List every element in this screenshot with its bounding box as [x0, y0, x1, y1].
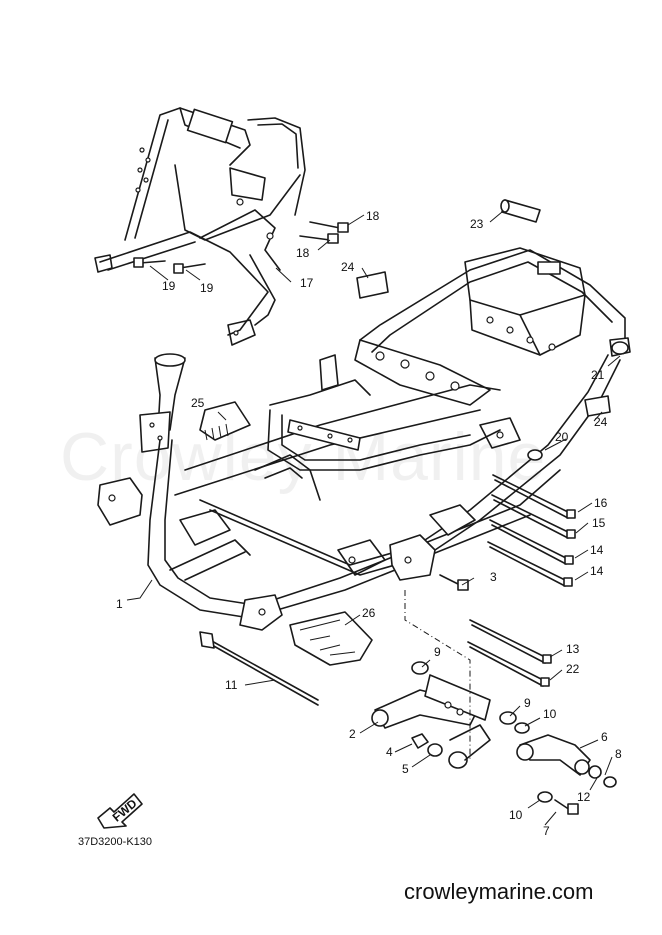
- callout-1: 1: [116, 597, 123, 611]
- ties-and-fittings: [356, 199, 629, 687]
- callout-7: 7: [543, 824, 550, 838]
- callout-20: 20: [555, 430, 569, 444]
- callout-26: 26: [362, 606, 376, 620]
- callout-5: 5: [402, 762, 409, 776]
- fwd-arrow-icon: FWD: [97, 793, 143, 829]
- callout-19-right: 19: [200, 281, 214, 295]
- engine-mount-assembly: [199, 590, 617, 815]
- callout-11: 11: [225, 678, 238, 692]
- callout-22: 22: [566, 662, 580, 676]
- callout-12: 12: [577, 790, 591, 804]
- callout-17: 17: [300, 276, 314, 290]
- callout-10-lower: 10: [509, 808, 523, 822]
- callout-24-lower: 24: [594, 415, 608, 429]
- drawing-code: 37D3200-K130: [78, 836, 153, 848]
- callout-19-left: 19: [162, 279, 176, 293]
- callout-6: 6: [601, 730, 608, 744]
- callout-14-lower: 14: [590, 564, 604, 578]
- callout-24-upper: 24: [341, 260, 355, 274]
- callout-9-upper: 9: [434, 645, 441, 659]
- callout-8: 8: [615, 747, 622, 761]
- site-url: crowleymarine.com: [404, 879, 594, 904]
- callout-23: 23: [470, 217, 484, 231]
- callout-14-upper: 14: [590, 543, 604, 557]
- callout-15: 15: [592, 516, 606, 530]
- callout-13: 13: [566, 642, 580, 656]
- leader-lines: [126, 211, 621, 826]
- callout-18-upper: 18: [366, 209, 380, 223]
- callout-3: 3: [490, 570, 497, 584]
- callout-4: 4: [386, 745, 393, 759]
- callouts: 1 2 3 4 5 6 7 8 9 9 10 10 11 12 13 14 14…: [116, 209, 622, 838]
- callout-9-lower: 9: [524, 696, 531, 710]
- callout-25: 25: [191, 396, 205, 410]
- callout-16: 16: [594, 496, 608, 510]
- callout-10-upper: 10: [543, 707, 557, 721]
- callout-21: 21: [591, 368, 605, 382]
- callout-2: 2: [349, 727, 356, 741]
- plates-25-26: [199, 401, 373, 666]
- callout-18-lower: 18: [296, 246, 310, 260]
- seat-bracket-part-17: [94, 107, 349, 346]
